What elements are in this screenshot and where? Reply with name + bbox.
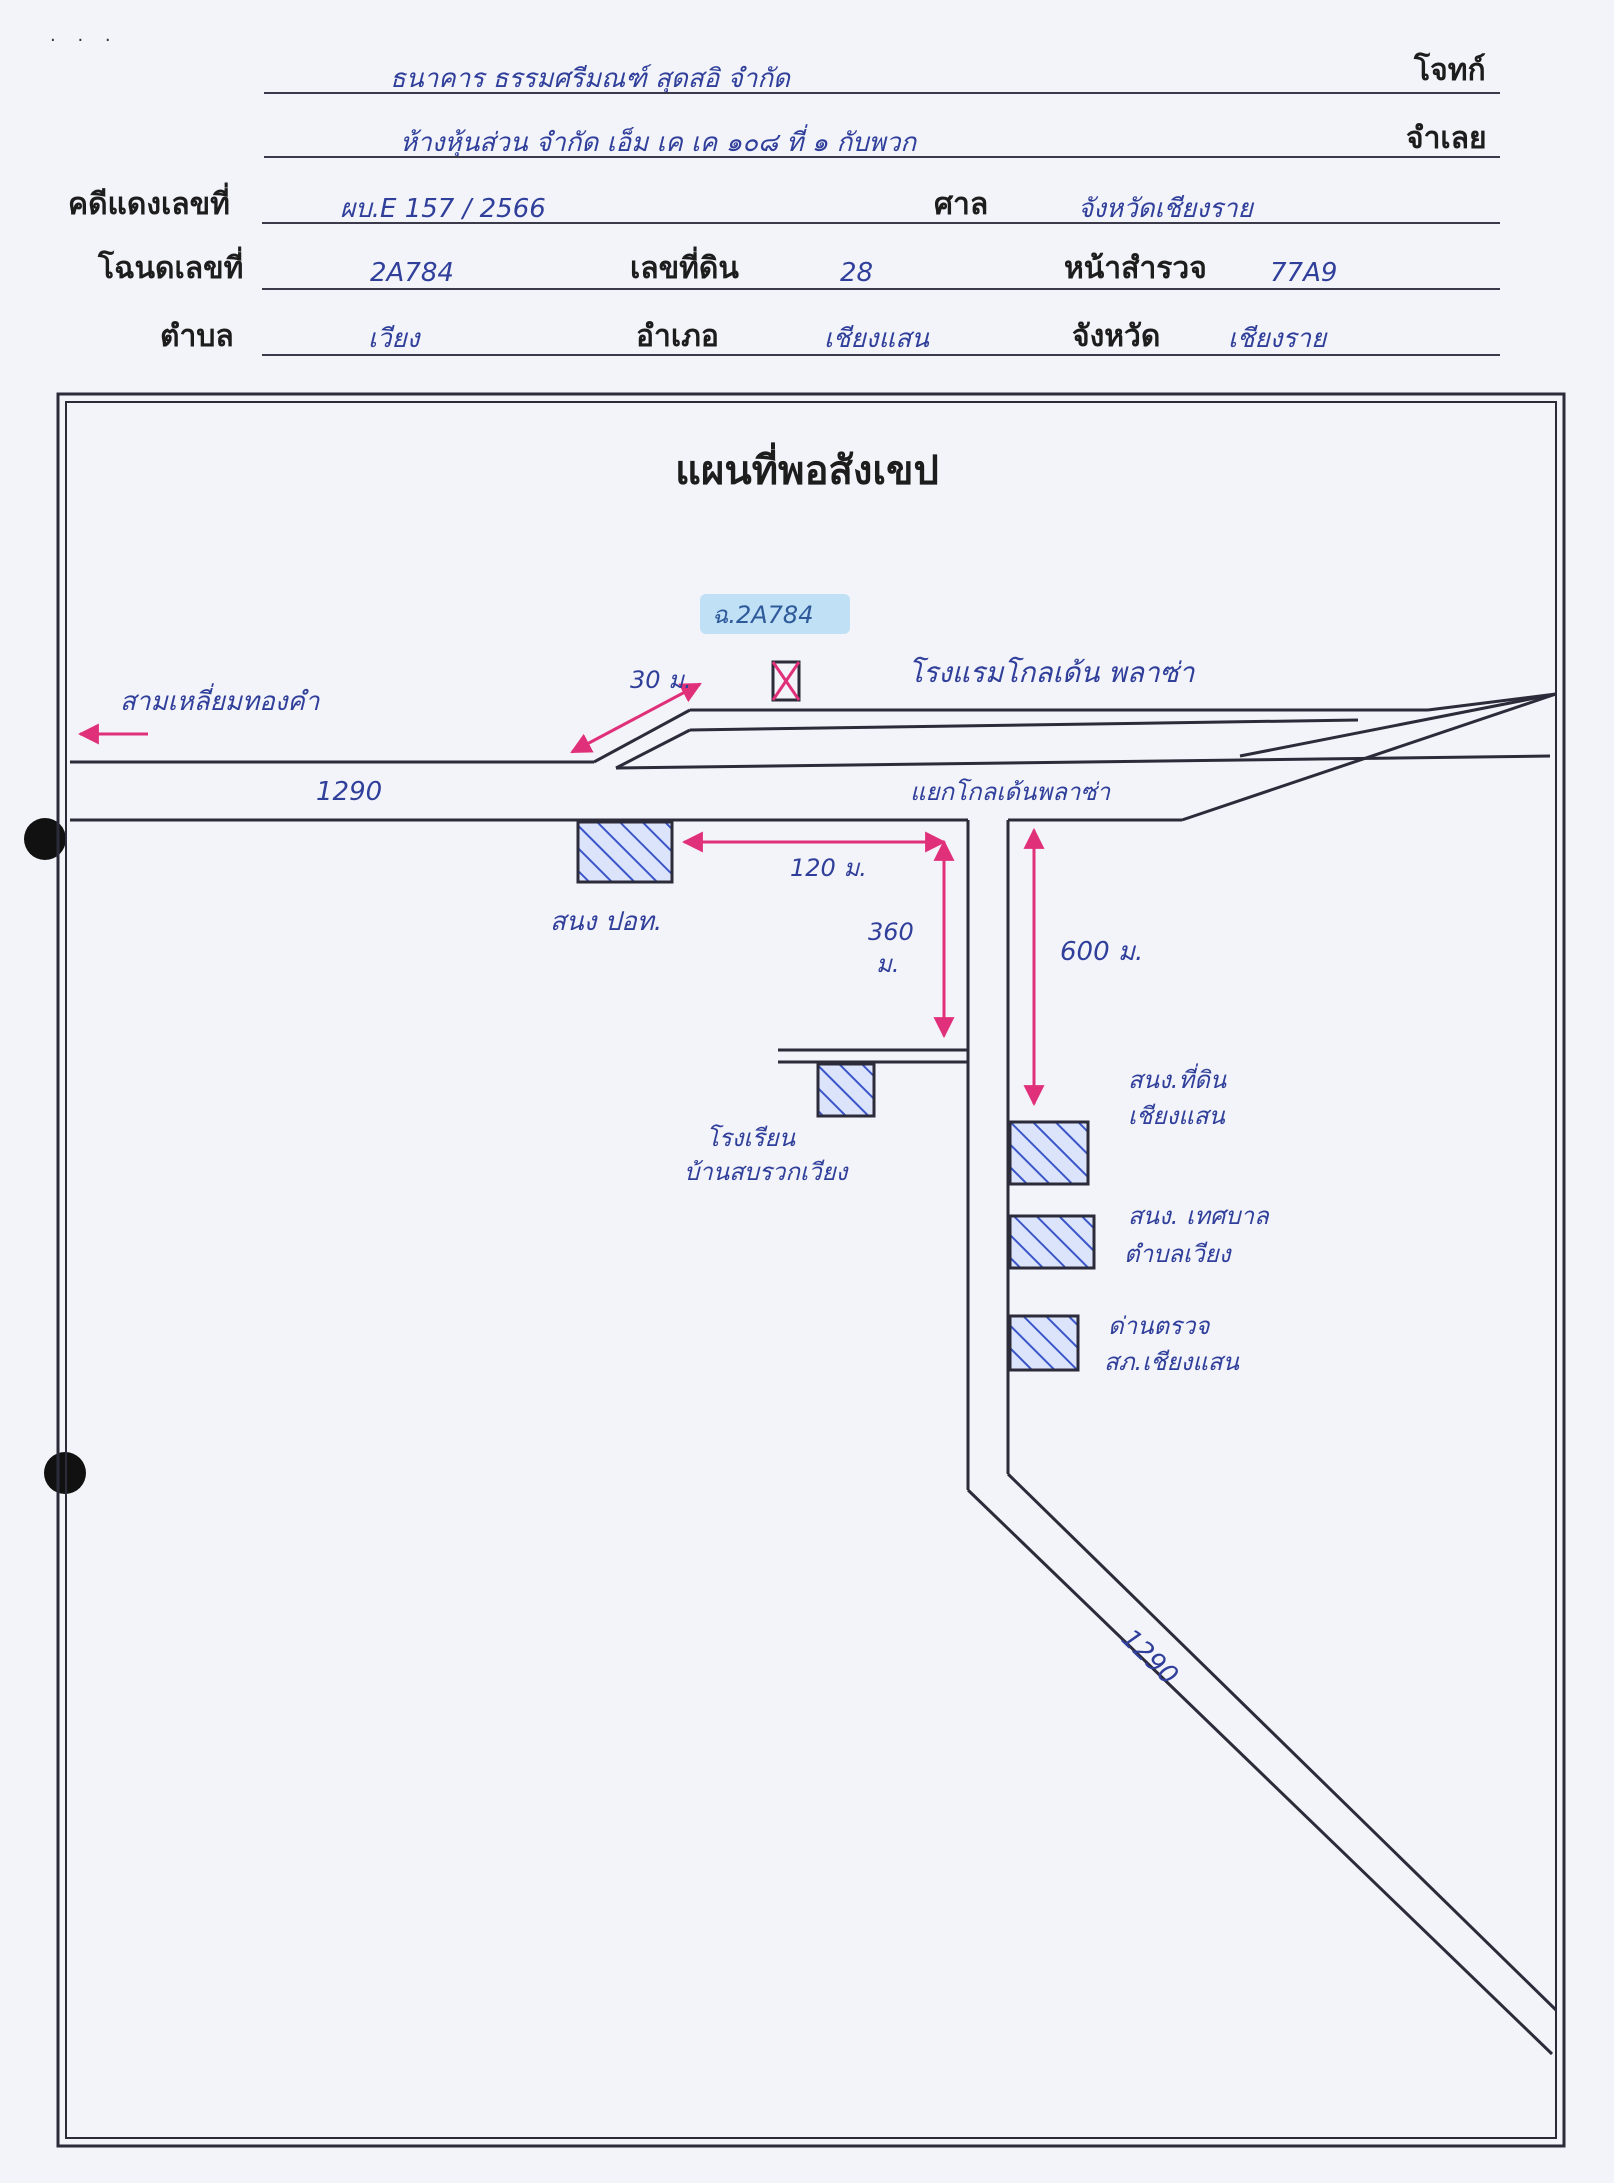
- school-label-1: โรงเรียน: [706, 1124, 796, 1152]
- dist-360-label: 360: [868, 918, 914, 946]
- map-frame-outer: [56, 392, 1566, 2148]
- land-no-value: 28: [840, 258, 874, 288]
- deed-tag-bg: [700, 594, 850, 634]
- province-value: เชียงราย: [1228, 324, 1327, 354]
- scan-artifact: · · ·: [50, 30, 119, 51]
- subdistrict-rule: [262, 354, 1500, 356]
- land-office-label-1: สนง.ที่ดิน: [1128, 1063, 1227, 1094]
- checkpoint-label-1: ด่านตรวจ: [1108, 1312, 1210, 1340]
- survey-value: 77A9: [1270, 258, 1338, 288]
- defendant-value: ห้างหุ้นส่วน จำกัด เอ็ม เค เค ๑๐๘ ที่ ๑ …: [400, 128, 917, 158]
- dist-600-label: 600 ม.: [1060, 937, 1143, 967]
- junction-label: แยกโกลเด้นพลาซ่า: [910, 778, 1112, 806]
- court-label: ศาล: [934, 187, 989, 222]
- road-top-label: 1290: [316, 777, 382, 807]
- court-value: จังหวัดเชียงราย: [1078, 194, 1253, 224]
- survey-label: หน้าสำรวจ: [1064, 251, 1207, 286]
- arrow-30m: [570, 682, 702, 754]
- deed-plot-marker: [771, 660, 801, 702]
- hotel-label: โรงแรมโกลเด้น พลาซ่า: [908, 656, 1196, 689]
- dist-30-label: 30 ม.: [630, 666, 692, 694]
- province-label: จังหวัด: [1072, 319, 1161, 354]
- school-building: [816, 1062, 876, 1118]
- black-case-value: ผบ.E 157 / 2566: [340, 194, 546, 224]
- deed-label: โฉนดเลขที่: [98, 251, 244, 286]
- checkpoint-label-2: สภ.เชียงแสน: [1104, 1348, 1239, 1376]
- subdistrict-label: ตำบล: [160, 319, 234, 354]
- deed-value: 2A784: [370, 258, 454, 288]
- checkpoint-building: [1008, 1314, 1080, 1372]
- road-1290-south: [966, 820, 1558, 2056]
- dist-120-label: 120 ม.: [790, 854, 867, 882]
- hotel-service-road: [689, 692, 1557, 732]
- school-side-road: [778, 1048, 968, 1064]
- subdistrict-value: เวียง: [368, 324, 420, 354]
- school-label-2: บ้านสบรวกเวียง: [684, 1158, 850, 1186]
- map-title: แผนที่พอสังเขป: [675, 448, 939, 494]
- municipal-office-building: [1008, 1214, 1096, 1270]
- plaintiff-value: ธนาคาร ธรรมศรีมณฑ์ สุดสอิ จำกัด: [390, 64, 790, 94]
- map-frame-inner: [65, 401, 1557, 2139]
- defendant-label: จำเลย: [1406, 121, 1487, 156]
- municipal-label-1: สนง. เทศบาล: [1128, 1202, 1270, 1230]
- pao-label: สนง ปอท.: [550, 907, 662, 937]
- left-direction-label: สามเหลี่ยมทองคำ: [120, 683, 321, 717]
- land-office-label-2: เชียงแสน: [1128, 1102, 1225, 1130]
- case-rule: [262, 222, 1500, 224]
- district-label: อำเภอ: [636, 319, 719, 354]
- defendant-rule: [264, 156, 1500, 158]
- plaintiff-rule: [264, 92, 1500, 94]
- district-value: เชียงแสน: [824, 324, 929, 354]
- plaintiff-label: โจทก์: [1414, 53, 1486, 88]
- road-diag-label: 1290: [1115, 1623, 1183, 1691]
- land-no-label: เลขที่ดิน: [630, 251, 739, 286]
- municipal-label-2: ตำบลเวียง: [1124, 1240, 1233, 1268]
- road-1290-main: [70, 692, 1557, 822]
- pao-office-building: [576, 820, 674, 884]
- deed-tag-text: ฉ.2A784: [712, 601, 813, 629]
- dist-360-unit: ม.: [876, 950, 899, 978]
- deed-rule: [262, 288, 1500, 290]
- land-office-building: [1008, 1120, 1090, 1186]
- black-case-label: คดีแดงเลขที่: [68, 187, 230, 222]
